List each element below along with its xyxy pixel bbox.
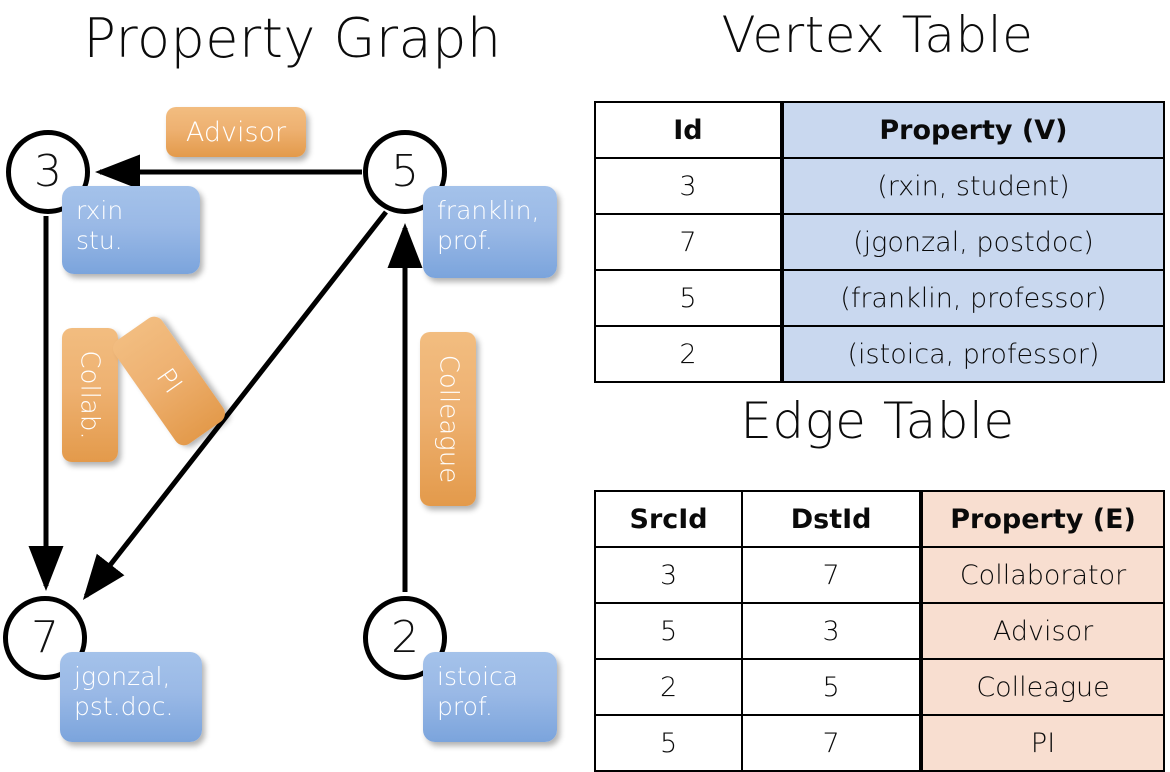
edge-row-1-property: Advisor bbox=[919, 602, 1165, 660]
vertex-property-istoica-line1: istoica bbox=[437, 662, 519, 691]
edge-row-0-property: Collaborator bbox=[919, 546, 1165, 604]
section-title-edge-table: Edge Table bbox=[740, 392, 1015, 450]
vertex-table-header-id: Id bbox=[594, 101, 783, 159]
edge-table-header-property: Property (E) bbox=[919, 490, 1165, 548]
edge-label-collab-text: Collab. bbox=[75, 350, 105, 440]
vertex-row-0-property: (rxin, student) bbox=[779, 157, 1166, 215]
vertex-property-rxin-line2: stu. bbox=[76, 226, 123, 255]
table-row: 3 (rxin, student) bbox=[594, 157, 1166, 215]
edge-row-3-property: PI bbox=[919, 714, 1165, 772]
vertex-row-1-property: (jgonzal, postdoc) bbox=[779, 213, 1166, 271]
vertex-row-2-id: 5 bbox=[594, 269, 783, 327]
edge-row-2-property: Colleague bbox=[919, 658, 1165, 716]
table-row: 2 5 Colleague bbox=[593, 658, 1165, 716]
vertex-7-label: 7 bbox=[31, 612, 59, 663]
edge-row-2-dst: 5 bbox=[741, 658, 923, 716]
vertex-property-box-jgonzal[interactable]: jgonzal, pst.doc. bbox=[60, 652, 202, 742]
edge-row-0-src: 3 bbox=[593, 546, 744, 604]
table-row: 7 (jgonzal, postdoc) bbox=[594, 213, 1166, 271]
vertex-table-header-row: Id Property (V) bbox=[594, 101, 1166, 159]
edge-row-2-src: 2 bbox=[593, 658, 744, 716]
vertex-2-label: 2 bbox=[391, 612, 419, 663]
vertex-3-label: 3 bbox=[34, 146, 62, 197]
vertex-5-label: 5 bbox=[391, 146, 419, 197]
graph-vertex-2[interactable]: 2 bbox=[363, 596, 447, 680]
vertex-property-jgonzal-line2: pst.doc. bbox=[74, 692, 174, 721]
edge-row-3-src: 5 bbox=[593, 714, 744, 772]
vertex-property-franklin-line1: franklin, bbox=[437, 196, 540, 225]
vertex-table-header-property: Property (V) bbox=[779, 101, 1166, 159]
vertex-row-1-id: 7 bbox=[594, 213, 783, 271]
vertex-property-rxin-line1: rxin bbox=[76, 196, 124, 225]
edge-label-colleague[interactable]: Colleague bbox=[420, 332, 476, 506]
edge-row-1-src: 5 bbox=[593, 602, 744, 660]
property-graph-diagram: 3 5 7 2 rxin stu. franklin, prof. jgonza… bbox=[0, 0, 585, 760]
vertex-table: Id Property (V) 3 (rxin, student) 7 (jgo… bbox=[594, 101, 1166, 383]
vertex-property-istoica-line2: prof. bbox=[437, 692, 493, 721]
edge-row-1-dst: 3 bbox=[741, 602, 923, 660]
page-title-property-graph: Property Graph bbox=[83, 7, 502, 70]
vertex-property-box-rxin[interactable]: rxin stu. bbox=[62, 186, 200, 274]
graph-vertex-5[interactable]: 5 bbox=[363, 130, 447, 214]
edge-table: SrcId DstId Property (E) 3 7 Collaborato… bbox=[593, 490, 1165, 772]
edge-label-collab[interactable]: Collab. bbox=[62, 328, 118, 462]
edge-table-header-dstid: DstId bbox=[741, 490, 923, 548]
edge-label-advisor[interactable]: Advisor bbox=[166, 107, 306, 157]
vertex-property-box-istoica[interactable]: istoica prof. bbox=[423, 652, 557, 742]
edge-row-3-dst: 7 bbox=[741, 714, 923, 772]
graph-edges-layer bbox=[28, 154, 423, 600]
vertex-row-3-id: 2 bbox=[594, 325, 783, 383]
table-row: 5 3 Advisor bbox=[593, 602, 1165, 660]
edge-label-colleague-text: Colleague bbox=[433, 354, 464, 484]
edge-label-advisor-text: Advisor bbox=[185, 116, 287, 148]
vertex-property-box-franklin[interactable]: franklin, prof. bbox=[423, 186, 557, 278]
table-row: 5 (franklin, professor) bbox=[594, 269, 1166, 327]
table-row: 2 (istoica, professor) bbox=[594, 325, 1166, 383]
vertex-property-jgonzal-line1: jgonzal, bbox=[74, 662, 171, 691]
edge-table-header-row: SrcId DstId Property (E) bbox=[593, 490, 1165, 548]
table-row: 5 7 PI bbox=[593, 714, 1165, 772]
vertex-row-0-id: 3 bbox=[594, 157, 783, 215]
edge-table-header-srcid: SrcId bbox=[593, 490, 744, 548]
section-title-vertex-table: Vertex Table bbox=[721, 6, 1034, 64]
vertex-property-franklin-line2: prof. bbox=[437, 226, 493, 255]
edge-row-0-dst: 7 bbox=[741, 546, 923, 604]
table-row: 3 7 Collaborator bbox=[593, 546, 1165, 604]
edge-label-pi-text: PI bbox=[150, 362, 188, 400]
edge-5-to-7 bbox=[82, 210, 388, 600]
vertex-row-3-property: (istoica, professor) bbox=[779, 325, 1166, 383]
vertex-row-2-property: (franklin, professor) bbox=[779, 269, 1166, 327]
